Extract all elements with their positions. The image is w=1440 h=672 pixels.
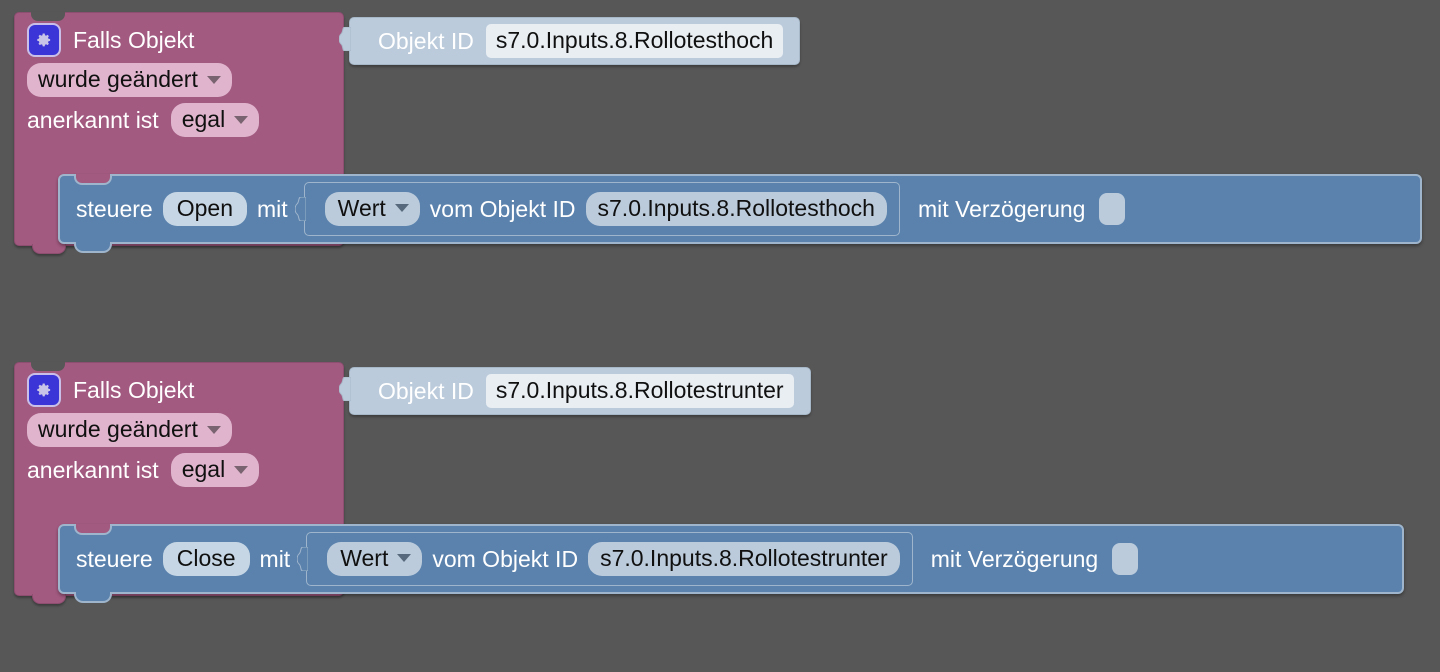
- value-type-dropdown[interactable]: Wert: [324, 191, 420, 227]
- value-type-label: Wert: [340, 544, 389, 571]
- control-action-block-2[interactable]: steuere Close mit Wert vom Objekt ID s7.…: [58, 524, 1404, 603]
- next-connection-tab: [74, 592, 112, 603]
- condition-dropdown-label: wurde geändert: [38, 66, 198, 93]
- control-verb-label: steuere: [76, 195, 153, 222]
- value-from-label: vom Objekt ID: [432, 545, 579, 572]
- condition-dropdown[interactable]: wurde geändert: [27, 63, 232, 97]
- delay-value-socket[interactable]: [1112, 543, 1139, 575]
- value-from-label: vom Objekt ID: [429, 195, 576, 222]
- puzzle-plug-icon: [297, 547, 309, 571]
- trigger-title-row: Falls Objekt: [15, 13, 343, 61]
- condition-row: wurde geändert: [15, 411, 343, 451]
- block-group-2[interactable]: Falls Objekt wurde geändert anerkannt is…: [14, 362, 1404, 604]
- chevron-down-icon: [206, 425, 221, 434]
- next-connection-tab: [74, 242, 112, 253]
- control-action-block-1[interactable]: steuere Open mit Wert vom Objekt ID s7.0…: [58, 174, 1422, 253]
- control-verb-label: steuere: [76, 545, 153, 572]
- ack-dropdown-label: egal: [181, 456, 226, 483]
- next-connection-tab: [32, 594, 66, 604]
- previous-connection-notch: [74, 174, 112, 185]
- object-id-value[interactable]: s7.0.Inputs.8.Rollotestrunter: [485, 373, 794, 409]
- control-with-label: mit: [259, 545, 291, 572]
- condition-dropdown-label: wurde geändert: [38, 416, 198, 443]
- delay-label: mit Verzögerung: [917, 195, 1086, 222]
- object-id-block-2[interactable]: Objekt ID s7.0.Inputs.8.Rollotestrunter: [339, 367, 811, 415]
- value-source-block-2[interactable]: Wert vom Objekt ID s7.0.Inputs.8.Rollote…: [297, 532, 913, 586]
- chevron-down-icon: [394, 204, 409, 212]
- object-id-label: Objekt ID: [378, 377, 474, 404]
- control-command-field[interactable]: Open: [162, 191, 247, 227]
- object-id-value[interactable]: s7.0.Inputs.8.Rollotesthoch: [485, 23, 784, 59]
- control-command-field[interactable]: Close: [162, 541, 250, 577]
- trigger-title: Falls Objekt: [73, 376, 195, 403]
- delay-value-socket[interactable]: [1099, 193, 1126, 225]
- gear-icon[interactable]: [27, 23, 61, 57]
- chevron-down-icon: [234, 115, 249, 124]
- ack-dropdown[interactable]: egal: [170, 453, 260, 487]
- trigger-title: Falls Objekt: [73, 26, 195, 53]
- gear-icon[interactable]: [27, 373, 61, 407]
- chevron-down-icon: [206, 75, 221, 84]
- ack-label: anerkannt ist: [27, 456, 159, 483]
- ack-row: anerkannt ist egal: [15, 451, 343, 495]
- chevron-down-icon: [234, 465, 249, 474]
- next-connection-tab: [32, 244, 66, 254]
- puzzle-plug-icon: [339, 377, 351, 401]
- value-source-object-id[interactable]: s7.0.Inputs.8.Rollotestrunter: [588, 541, 900, 577]
- previous-connection-notch: [31, 362, 65, 371]
- condition-dropdown[interactable]: wurde geändert: [27, 413, 232, 447]
- delay-label: mit Verzögerung: [930, 545, 1099, 572]
- ack-row: anerkannt ist egal: [15, 101, 343, 145]
- previous-connection-notch: [31, 12, 65, 21]
- object-id-block-1[interactable]: Objekt ID s7.0.Inputs.8.Rollotesthoch: [339, 17, 801, 65]
- block-group-1[interactable]: Falls Objekt wurde geändert anerkannt is…: [14, 12, 1422, 254]
- puzzle-plug-icon: [294, 197, 306, 221]
- value-source-block-1[interactable]: Wert vom Objekt ID s7.0.Inputs.8.Rollote…: [294, 182, 900, 236]
- value-source-object-id[interactable]: s7.0.Inputs.8.Rollotesthoch: [585, 191, 887, 227]
- chevron-down-icon: [397, 554, 412, 562]
- ack-label: anerkannt ist: [27, 106, 159, 133]
- ack-dropdown[interactable]: egal: [170, 103, 260, 137]
- value-type-dropdown[interactable]: Wert: [327, 541, 423, 577]
- puzzle-plug-icon: [339, 27, 351, 51]
- condition-row: wurde geändert: [15, 61, 343, 101]
- control-with-label: mit: [256, 195, 288, 222]
- value-type-label: Wert: [337, 194, 386, 221]
- previous-connection-notch: [74, 524, 112, 535]
- object-id-label: Objekt ID: [378, 27, 474, 54]
- trigger-title-row: Falls Objekt: [15, 363, 343, 411]
- ack-dropdown-label: egal: [181, 106, 226, 133]
